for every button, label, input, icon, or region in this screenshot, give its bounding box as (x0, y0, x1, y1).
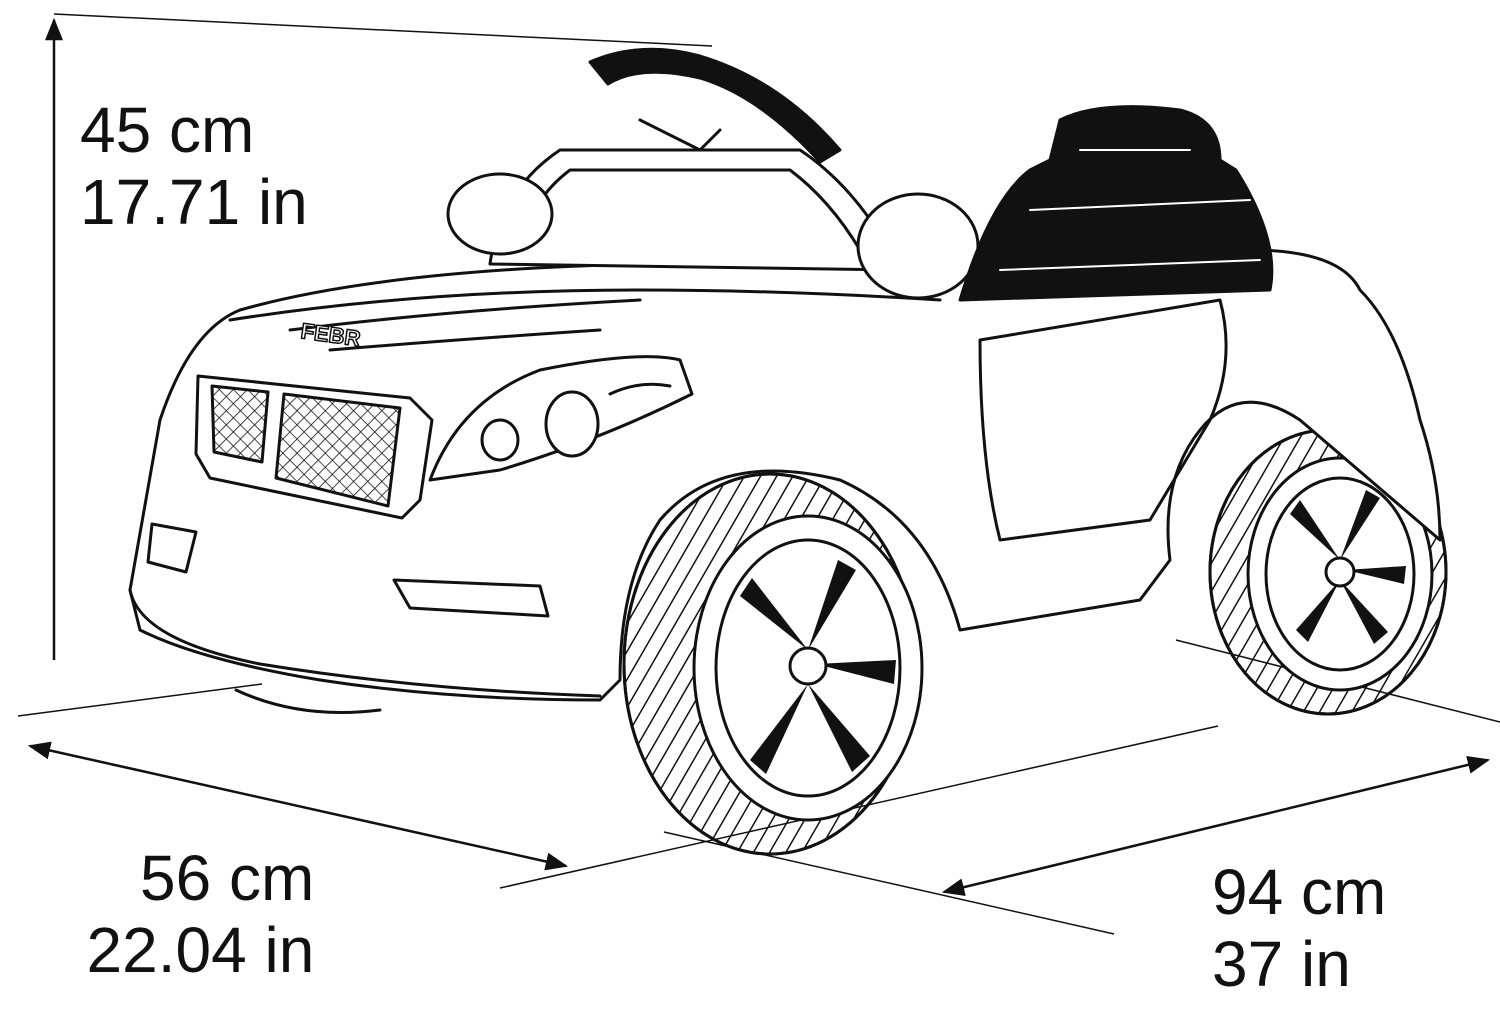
length-dimension-label: 94 cm 37 in (1212, 856, 1386, 1000)
front-bumper (128, 588, 602, 698)
side-intake (146, 522, 198, 574)
depth-arrow (27, 741, 569, 871)
hood-crease (288, 298, 642, 352)
left-mirror (446, 172, 554, 256)
rear-wheel (1208, 428, 1448, 716)
rear-wheel-spokes (1290, 490, 1406, 644)
depth-dimension-label: 56 cm 22.04 in (82, 842, 315, 986)
length-imperial: 37 in (1212, 928, 1351, 1000)
depth-imperial: 22.04 in (86, 914, 315, 986)
fog-light (392, 578, 550, 618)
front-grille (194, 374, 434, 520)
door-outline (978, 298, 1228, 542)
front-wheel-spokes (740, 560, 896, 774)
height-dimension-label: 45 cm 17.71 in (80, 94, 308, 238)
length-metric: 94 cm (1212, 856, 1387, 928)
length-arrow (941, 756, 1491, 896)
seat-icon (958, 105, 1274, 302)
height-guide-top (53, 13, 713, 47)
hood (228, 288, 942, 322)
front-wheel (622, 472, 924, 856)
depth-guide-left (17, 683, 263, 717)
height-imperial: 17.71 in (80, 166, 308, 238)
car-body: FEBR (128, 47, 1448, 856)
right-mirror (856, 192, 980, 300)
height-metric: 45 cm (80, 94, 255, 166)
steering-wheel-icon (588, 47, 842, 164)
depth-metric: 56 cm (140, 842, 315, 914)
rear-underside (234, 688, 382, 714)
headlight (428, 355, 694, 482)
